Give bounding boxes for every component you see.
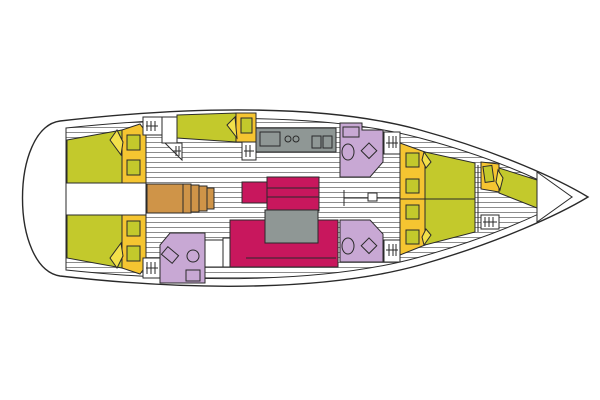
- toilet-icon: [341, 143, 355, 161]
- toilet-icon: [186, 249, 200, 263]
- shelf: [482, 164, 495, 184]
- head-aft: [159, 232, 206, 284]
- shelf: [405, 204, 420, 220]
- shelf: [240, 117, 253, 134]
- locker: [383, 239, 401, 263]
- pillow: [495, 168, 504, 192]
- saloon-cushion: [241, 181, 268, 204]
- saloon-sofa-upper: [266, 176, 320, 212]
- locker: [163, 142, 183, 162]
- aft-corridor: [65, 182, 147, 216]
- locker: [480, 214, 500, 230]
- quarter-berth: [176, 112, 237, 143]
- saloon: [229, 176, 339, 268]
- locker: [241, 141, 257, 161]
- locker: [142, 116, 163, 136]
- head-forward-port: [339, 122, 384, 178]
- shelf: [405, 178, 420, 194]
- shelf: [405, 152, 420, 168]
- galley: [255, 127, 337, 153]
- shower-icon: [360, 142, 378, 160]
- pillow: [421, 150, 432, 169]
- shelf: [126, 245, 141, 262]
- forward-cabin: [399, 142, 476, 256]
- stove-icon: [259, 131, 281, 147]
- head-forward-starboard: [339, 219, 384, 263]
- shelf: [405, 229, 420, 245]
- toilet-icon: [341, 237, 355, 255]
- burner-icon: [292, 135, 300, 143]
- shelf: [126, 220, 141, 237]
- shower-icon: [360, 237, 378, 255]
- locker: [142, 257, 163, 279]
- burner-icon: [284, 135, 292, 143]
- mast-icon: [367, 192, 378, 202]
- sink-icon: [185, 269, 201, 282]
- chart-table: [204, 239, 224, 268]
- sink-icon: [322, 135, 333, 149]
- shelf: [126, 159, 141, 176]
- shelf: [126, 134, 141, 151]
- aft-cabin-lower: [66, 214, 147, 275]
- pillow: [226, 115, 238, 140]
- pillow: [421, 228, 432, 247]
- pillow: [109, 241, 124, 269]
- sink-icon: [311, 135, 322, 149]
- sink-icon: [342, 126, 360, 138]
- locker: [161, 116, 178, 144]
- companionway-steps: [146, 183, 215, 214]
- locker: [383, 131, 401, 155]
- shower-icon: [160, 245, 180, 265]
- pillow: [109, 129, 124, 157]
- forepeak-cabin: [480, 161, 538, 209]
- saloon-table: [264, 209, 319, 244]
- aft-cabin-upper: [66, 123, 147, 184]
